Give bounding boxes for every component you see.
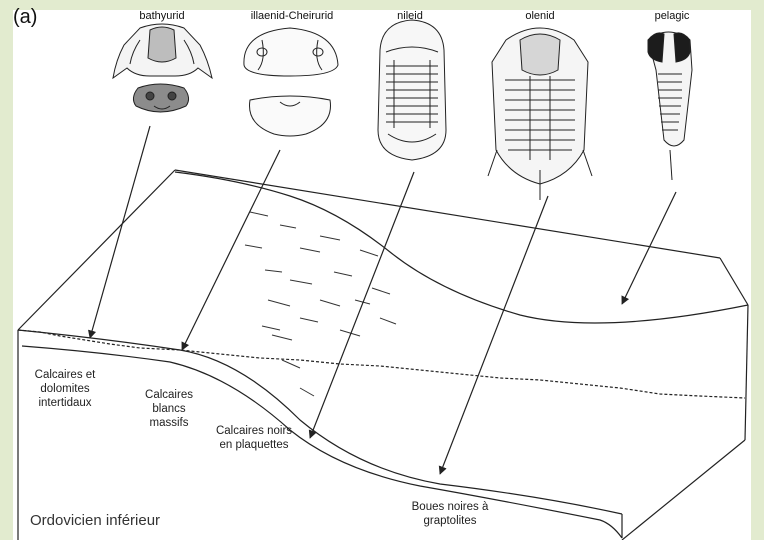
- facies-label-graptolite-muds: Boues noires à graptolites: [392, 500, 508, 528]
- facies-label-massive-limestone: Calcaires blancs massifs: [136, 388, 202, 430]
- facies-label-platy-limestone: Calcaires noirs en plaquettes: [212, 424, 296, 452]
- trilobite-nileid-drawing: [378, 20, 446, 160]
- trilobite-olenid-drawing: [488, 28, 592, 200]
- trilobite-label-olenid: olenid: [525, 10, 554, 22]
- arrow-olenid: [440, 196, 548, 474]
- trilobite-label-pelagic: pelagic: [655, 10, 690, 22]
- arrow-nileid: [310, 172, 414, 438]
- arrow-bathyurid: [90, 126, 150, 338]
- panel-label: (a): [13, 6, 37, 29]
- trilobite-label-bathyurid: bathyurid: [139, 10, 184, 22]
- block-outline: [18, 170, 748, 540]
- arrow-illaenid: [182, 150, 280, 350]
- trilobite-illaenid-drawing: [244, 28, 338, 136]
- trilobite-bathyurid-drawing: [113, 24, 212, 112]
- trilobite-label-illaenid: illaenid-Cheirurid: [251, 10, 334, 22]
- age-label: Ordovicien inférieur: [30, 512, 160, 529]
- trilobite-pelagic-drawing: [648, 32, 692, 180]
- trilobite-label-nileid: nileid: [397, 10, 423, 22]
- facies-label-intertidal: Calcaires et dolomites intertidaux: [22, 368, 108, 410]
- arrow-pelagic: [622, 192, 676, 304]
